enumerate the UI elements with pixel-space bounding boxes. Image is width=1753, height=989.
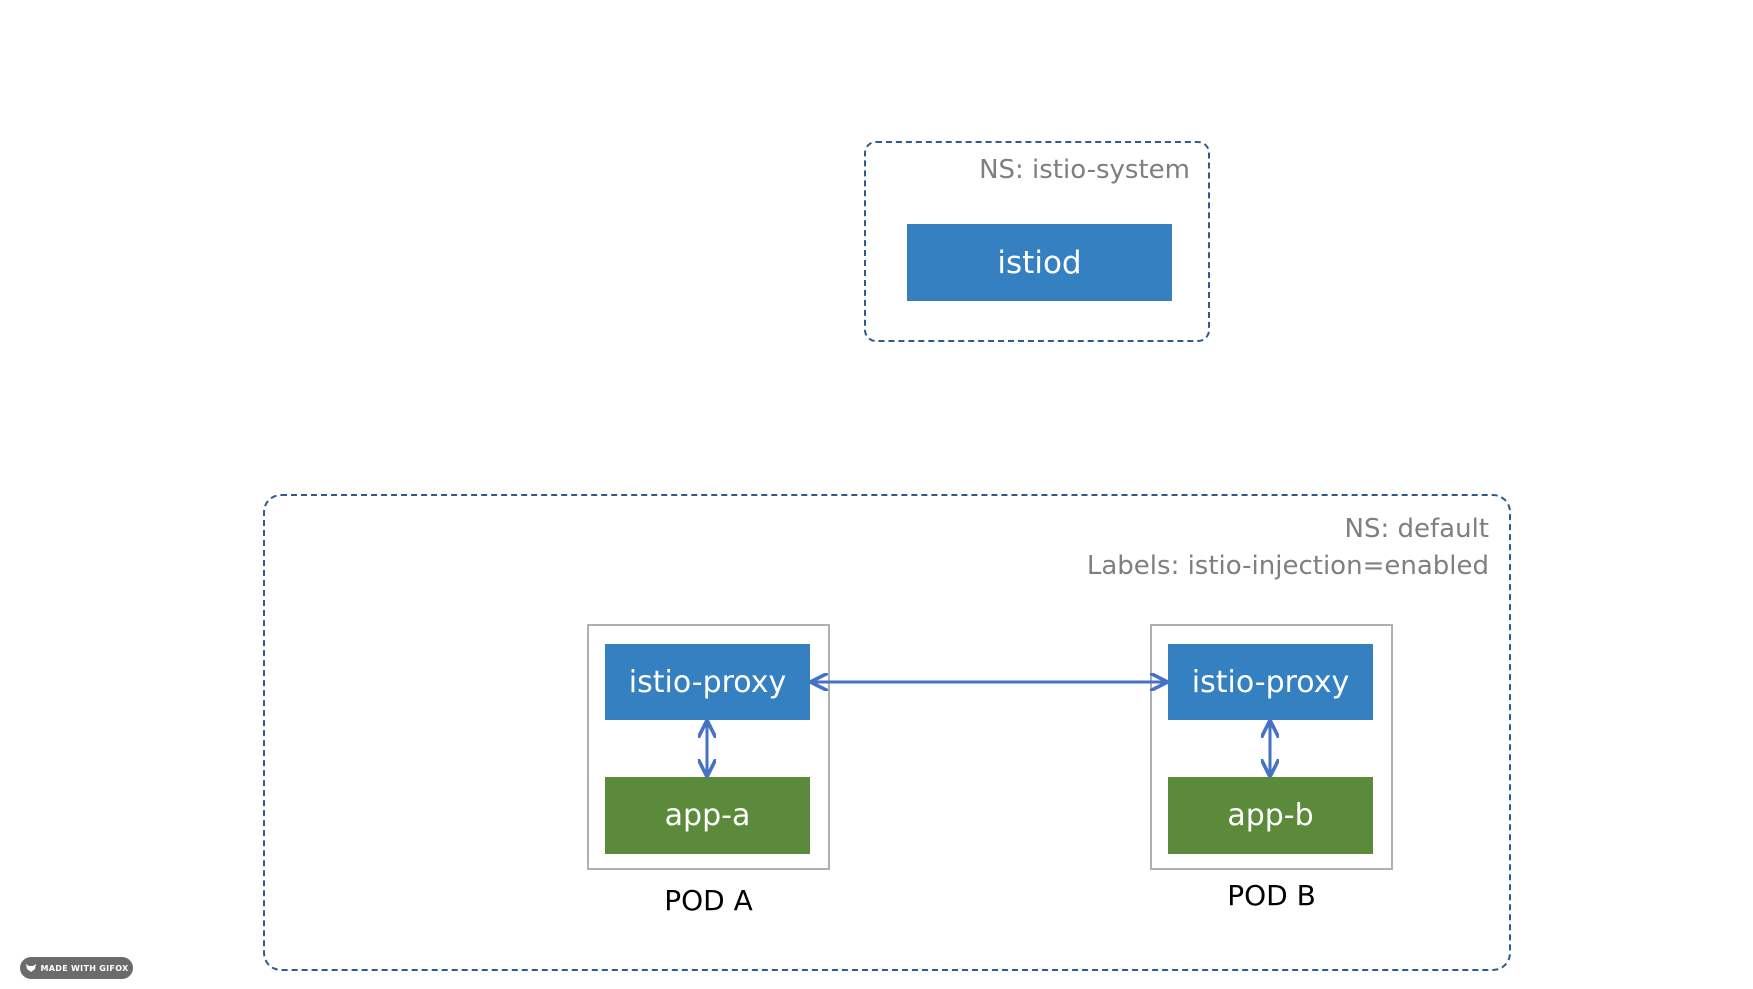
pod-b-proxy-block: istio-proxy	[1168, 644, 1373, 720]
namespace-default: NS: default Labels: istio-injection=enab…	[263, 494, 1511, 971]
gifox-badge: MADE WITH GIFOX	[20, 957, 133, 979]
namespace-istio-system: NS: istio-system	[864, 141, 1210, 342]
pod-b-label: POD B	[1227, 879, 1316, 912]
istiod-block: istiod	[907, 224, 1172, 301]
fox-icon	[25, 964, 36, 972]
pod-a-app-block: app-a	[605, 777, 810, 854]
namespace-labels: Labels: istio-injection=enabled	[1086, 551, 1489, 581]
namespace-label: NS: default	[1344, 514, 1489, 544]
pod-b-app-block: app-b	[1168, 777, 1373, 854]
namespace-label: NS: istio-system	[979, 155, 1190, 185]
pod-a-label: POD A	[664, 884, 753, 917]
pod-a-proxy-block: istio-proxy	[605, 644, 810, 720]
badge-text: MADE WITH GIFOX	[40, 963, 129, 973]
